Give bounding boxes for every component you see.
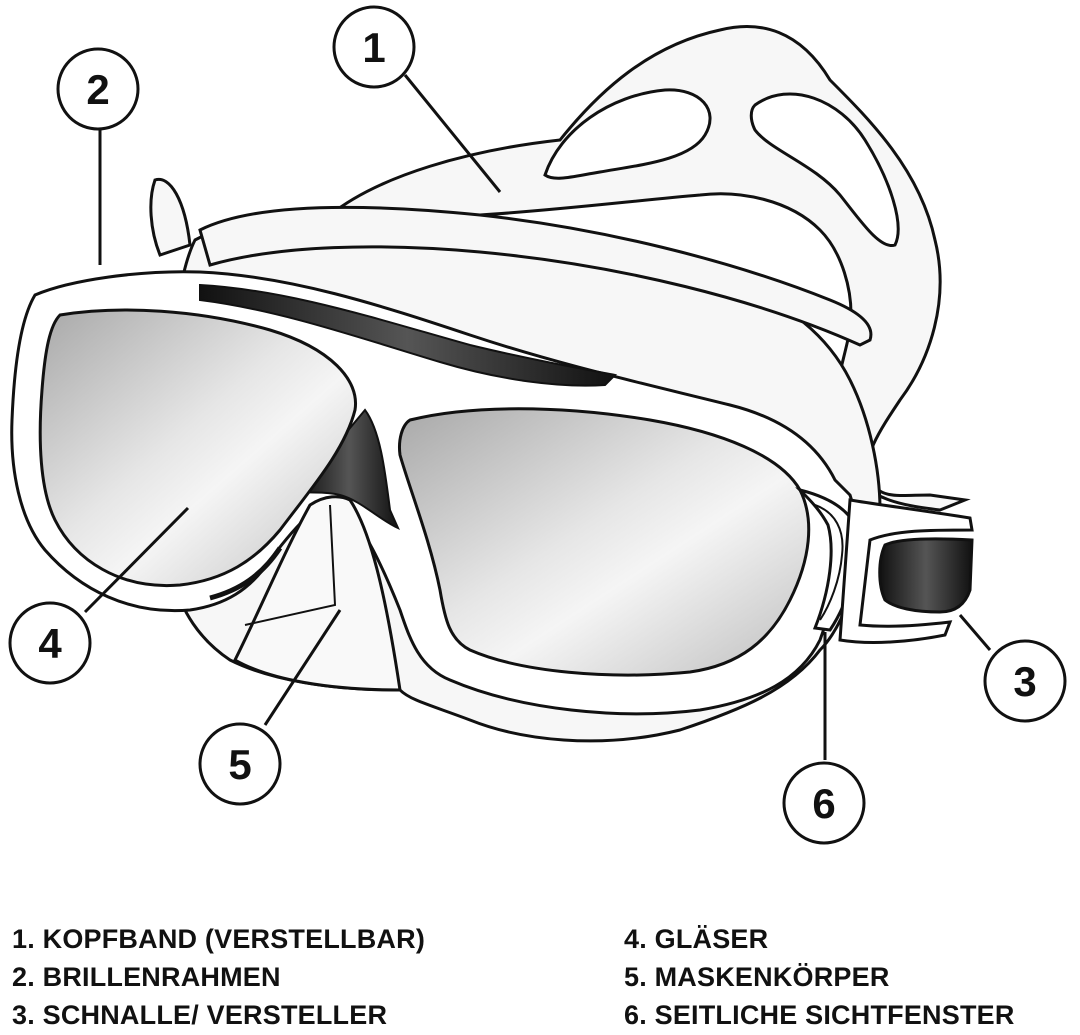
callout-4-number: 4: [38, 620, 62, 667]
strap-band: [198, 205, 873, 347]
leader-line-3: [958, 614, 992, 651]
parts-legend: 1. KOPFBAND (VERSTELLBAR) 2. BRILLENRAHM…: [0, 920, 1080, 1035]
frame-stripe: [199, 283, 618, 387]
nose-pocket-inner: [244, 504, 337, 626]
strap-tab: [149, 177, 192, 257]
callout-6: 6: [782, 761, 866, 845]
legend-item-1: 1. KOPFBAND (VERSTELLBAR): [12, 924, 426, 954]
legend-column-left: 1. KOPFBAND (VERSTELLBAR) 2. BRILLENRAHM…: [12, 920, 425, 1034]
callout-3: 3: [983, 639, 1067, 723]
callout-5-number: 5: [228, 741, 251, 788]
strap-hole-left: [543, 88, 712, 180]
callout-2: 2: [56, 47, 140, 131]
callout-1: 1: [332, 5, 416, 89]
left-lens: [38, 308, 358, 588]
side-strap: [838, 498, 974, 644]
callout-6-number: 6: [812, 780, 835, 827]
callout-2-number: 2: [86, 66, 109, 113]
leader-line-1: [403, 74, 502, 193]
legend-column-right: 4. GLÄSER 5. MASKENKÖRPER 6. SEITLICHE S…: [624, 920, 1015, 1034]
callout-3-number: 3: [1013, 658, 1036, 705]
callout-4: 4: [8, 601, 92, 685]
legend-item-3: 3. SCHNALLE/ VERSTELLER: [12, 1000, 388, 1030]
callout-5: 5: [198, 722, 282, 806]
legend-item-4: 4. GLÄSER: [624, 924, 769, 954]
leader-lines: [83, 74, 992, 760]
legend-item-2: 2. BRILLENRAHMEN: [12, 962, 281, 992]
side-window-inner: [814, 504, 844, 621]
nose-pocket: [233, 495, 402, 692]
leader-line-4: [83, 506, 190, 614]
buckle: [878, 537, 974, 614]
callout-1-number: 1: [362, 24, 385, 71]
leader-line-5: [263, 609, 342, 726]
right-lens: [398, 407, 811, 677]
legend-item-6: 6. SEITLICHE SICHTFENSTER: [624, 1000, 1015, 1030]
frame-lower-edge: [209, 546, 283, 601]
legend-item-5: 5. MASKENKÖRPER: [624, 962, 890, 992]
strap-hole-right: [749, 92, 900, 247]
